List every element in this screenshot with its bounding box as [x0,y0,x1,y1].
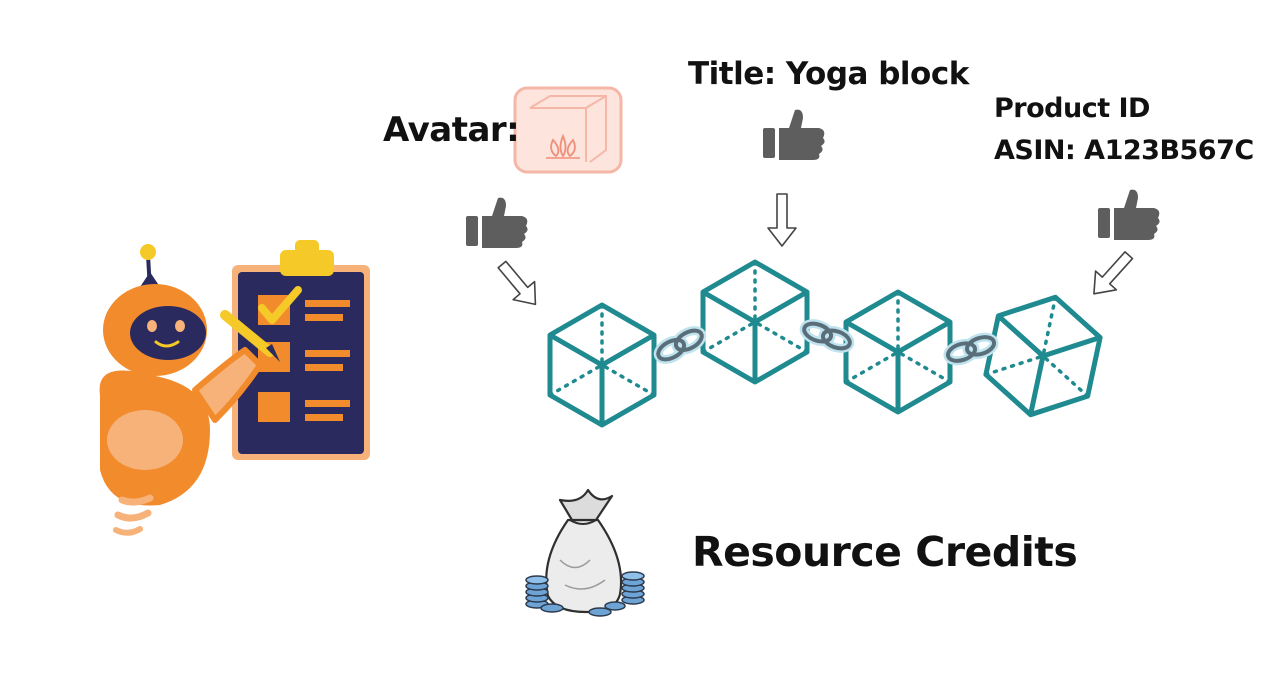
money-bag-icon [545,488,623,614]
block-cube-icon [550,305,654,425]
title-label: Title: Yoga block [688,56,969,92]
coin-stack-icon [621,571,645,605]
product-id-label: Product ID ASIN: A123B567C [994,88,1254,172]
thumbs-up-icon [1098,189,1160,240]
resource-credits-label: Resource Credits [692,528,1078,576]
asin-value: ASIN: A123B567C [994,135,1254,166]
arrow-down-icon [767,193,797,247]
block-cube-icon [703,262,807,382]
robot-checklist-icon [99,240,370,536]
arrow-down-icon [1082,245,1140,305]
block-cube-icon [846,292,950,412]
product-id-heading: Product ID [994,93,1150,124]
arrow-down-icon [490,254,547,315]
avatar-label: Avatar: [383,110,520,150]
coin-stack-icon [540,601,626,617]
coin-stack-icon [525,575,549,609]
thumbs-up-icon [466,197,528,248]
yoga-block-avatar-icon [513,86,623,174]
chain-link-icon [655,327,705,364]
thumbs-up-icon [763,109,825,160]
block-cube-icon [980,286,1107,425]
